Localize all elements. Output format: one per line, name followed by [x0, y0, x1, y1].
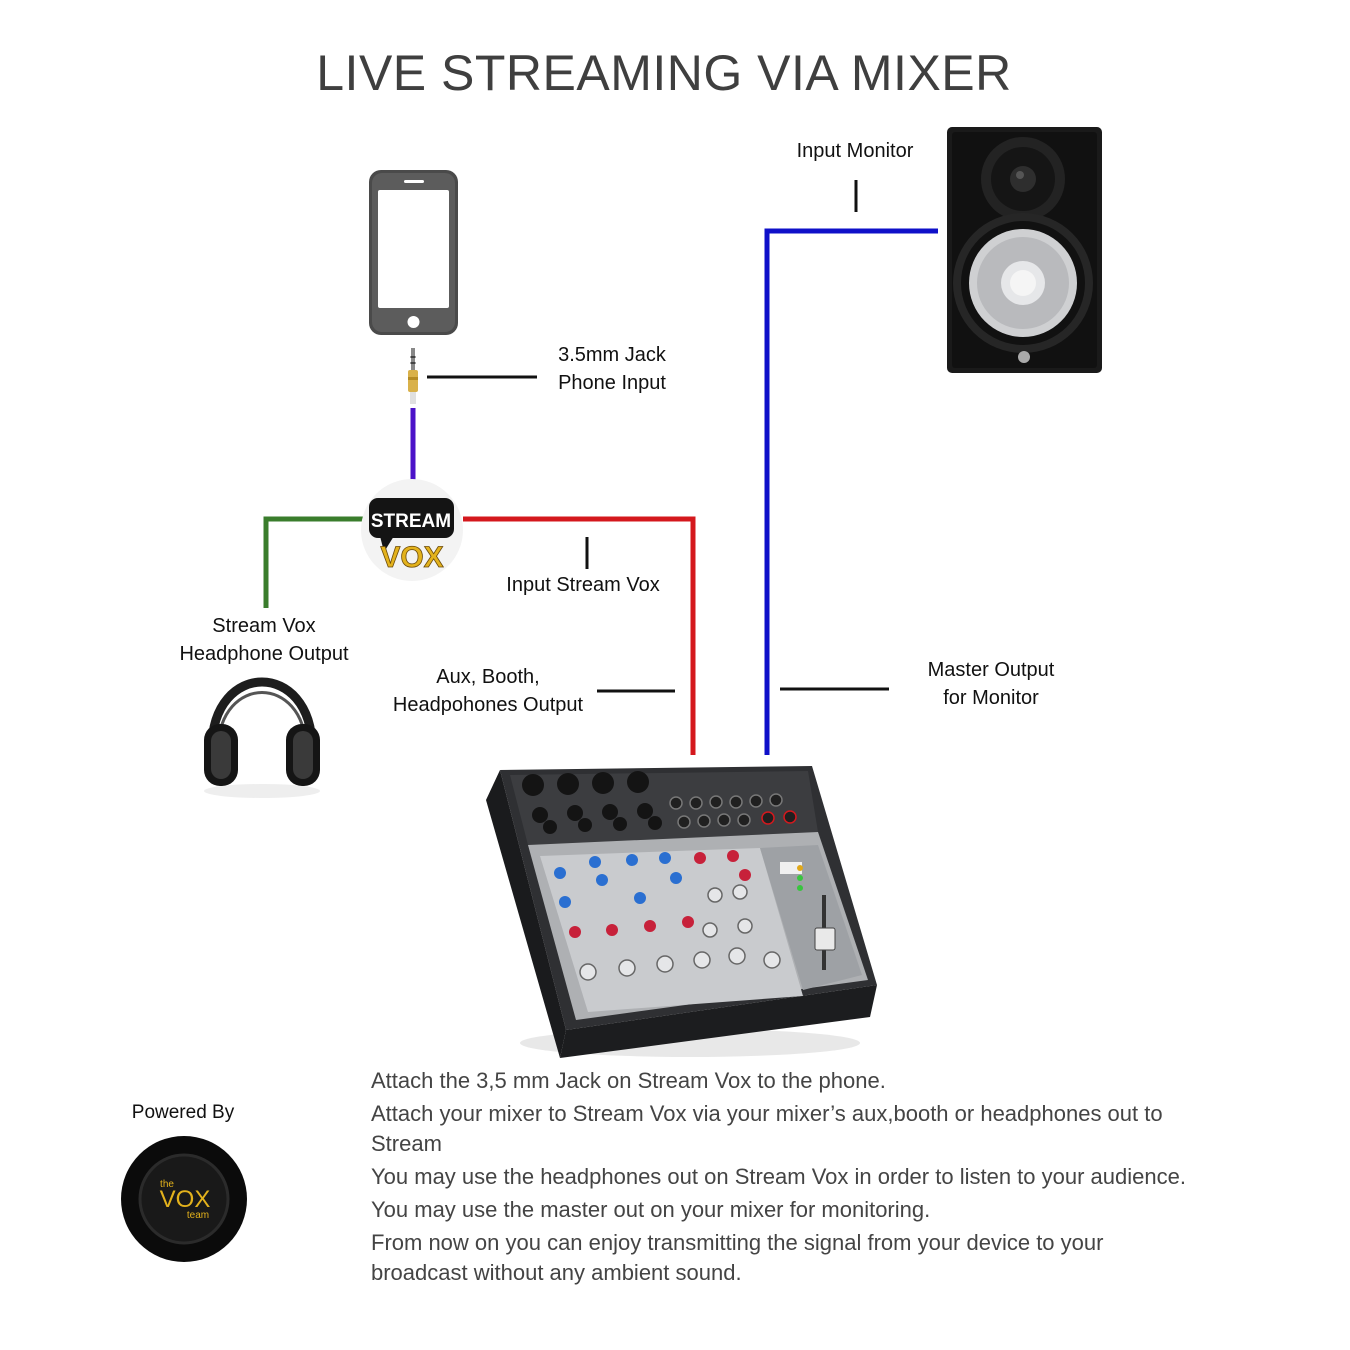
instructions: Attach the 3,5 mm Jack on Stream Vox to … — [371, 1066, 1191, 1291]
vox-team-logo-small: the — [160, 1179, 174, 1190]
jack-label-line-1: 3.5mm Jack — [558, 344, 666, 366]
monitor-speaker-icon — [947, 127, 1102, 373]
input-stream-vox-label: Input Stream Vox — [506, 574, 660, 596]
stream-vox-logo-top: STREAM — [371, 511, 451, 532]
headphone-output-label: Stream Vox Headphone Output — [160, 612, 368, 668]
headphone-cable — [263, 516, 363, 608]
master-output-label: Master Output for Monitor — [906, 656, 1076, 712]
stream-vox-logo: STREAM VOX — [361, 479, 463, 581]
instruction-step: You may use the headphones out on Stream… — [371, 1164, 1186, 1189]
instruction-step: You may use the master out on your mixer… — [371, 1197, 931, 1222]
jack-icon — [408, 348, 418, 404]
jack-label-line-2: Phone Input — [558, 372, 666, 394]
powered-by-label: Powered By — [131, 1102, 235, 1123]
instruction-step: Attach your mixer to Stream Vox via your… — [371, 1101, 1163, 1156]
master-output-label-line-2: for Monitor — [943, 687, 1039, 709]
headphone-output-label-line-2: Headphone Output — [179, 643, 349, 665]
stream-vox-logo-bottom: VOX — [380, 541, 443, 574]
aux-output-label-line-1: Aux, Booth, — [436, 666, 540, 688]
input-stream-vox-cable — [463, 516, 696, 755]
instruction-step: Attach the 3,5 mm Jack on Stream Vox to … — [371, 1068, 886, 1093]
smartphone-icon — [369, 170, 458, 335]
input-monitor-label: Input Monitor — [796, 140, 914, 162]
instruction-step: From now on you can enjoy transmitting t… — [371, 1230, 1104, 1285]
vox-team-logo-sub: team — [187, 1210, 209, 1221]
jack-label: 3.5mm Jack Phone Input — [536, 341, 688, 397]
headphone-output-label-line-1: Stream Vox — [212, 615, 316, 637]
master-output-label-line-1: Master Output — [927, 659, 1055, 681]
vox-team-logo-main: VOX — [160, 1186, 211, 1213]
aux-output-label-line-2: Headpohones Output — [392, 694, 584, 716]
vox-team-logo: the VOX team — [121, 1136, 247, 1262]
audio-mixer-icon — [486, 766, 877, 1058]
aux-output-label: Aux, Booth, Headpohones Output — [375, 663, 601, 719]
page-title: LIVE STREAMING VIA MIXER — [316, 45, 1012, 101]
headphones-icon — [204, 677, 320, 798]
monitor-cable — [764, 228, 938, 755]
